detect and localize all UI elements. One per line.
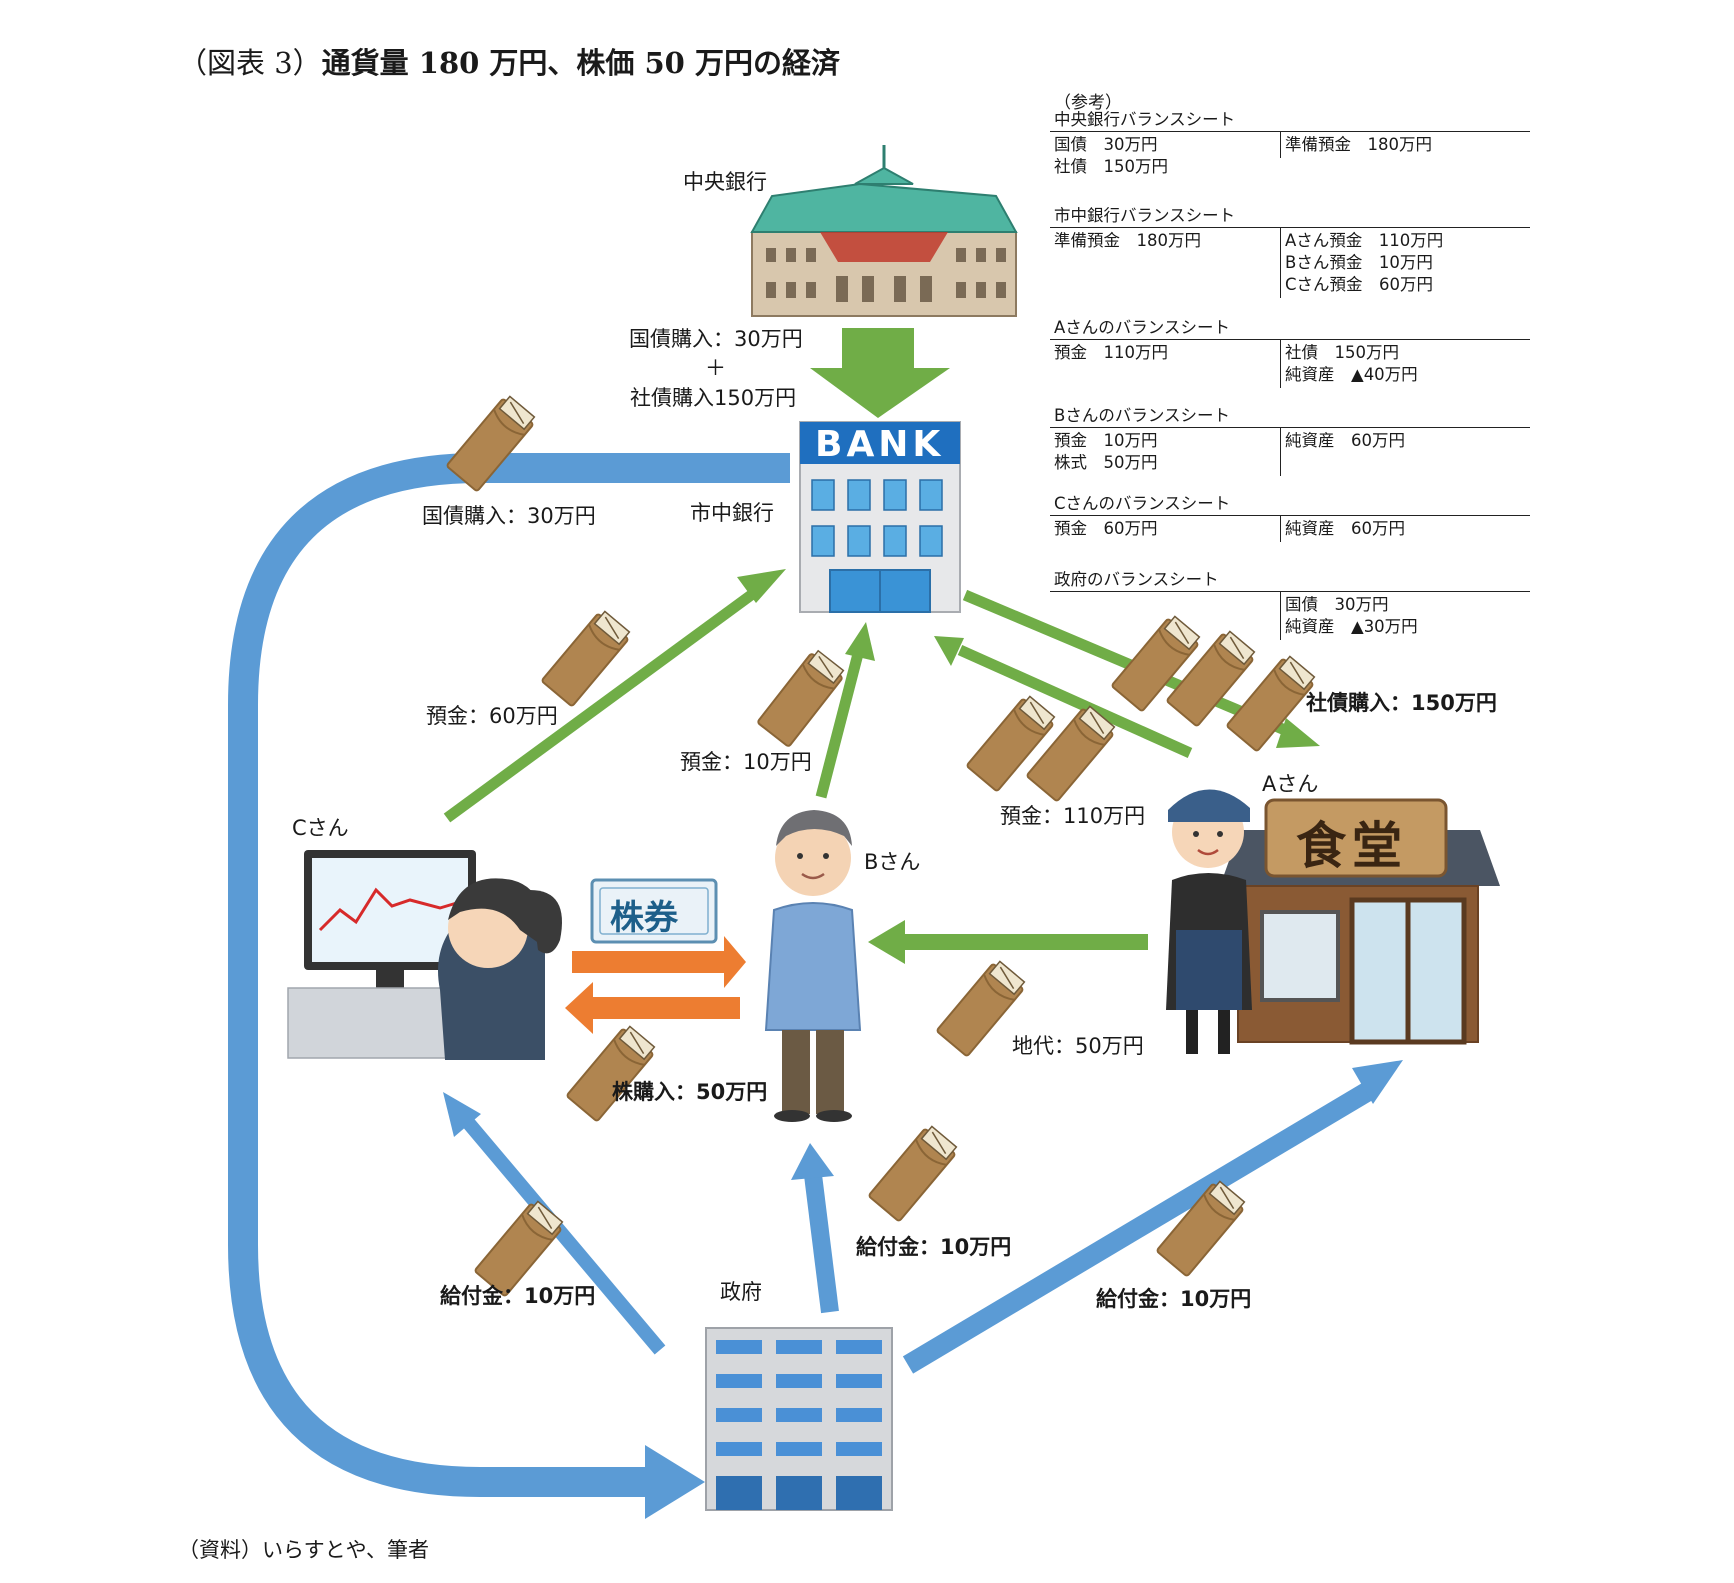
- bank-sign: BANK: [815, 424, 945, 465]
- person-b-balance-sheet: Bさんのバランスシート 預金 10万円 株式 50万円 純資産 60万円: [1050, 406, 1530, 476]
- arrow-central-to-bank: [810, 328, 950, 418]
- liability-row: 純資産 60万円: [1285, 519, 1405, 538]
- source-note: （資料）いらすとや、筆者: [178, 1538, 429, 1562]
- central-bank-balance-sheet: 中央銀行バランスシート 国債 30万円 社債 150万円 準備預金 180万円: [1050, 110, 1530, 180]
- benefit-c-label: 給付金：10万円: [440, 1284, 596, 1308]
- rent-label: 地代：50万円: [1012, 1034, 1144, 1058]
- arrow-benefit-b: [791, 1143, 839, 1314]
- arrow-b-deposit: [815, 622, 875, 799]
- restaurant-sign: 食堂: [1296, 817, 1408, 875]
- liability-row: 純資産 ▲30万円: [1285, 617, 1418, 636]
- liability-row: Aさん預金 110万円: [1285, 231, 1444, 250]
- arrow-money-to-c: [565, 982, 740, 1034]
- liability-row: 純資産 ▲40万円: [1285, 365, 1418, 384]
- arrow-benefit-a: [902, 1060, 1403, 1374]
- balance-sheet-title: Aさんのバランスシート: [1050, 318, 1530, 340]
- cb-purchase-label-1: 国債購入：30万円: [629, 327, 803, 351]
- asset-row: 社債 150万円: [1054, 157, 1168, 176]
- bank-govbond-label: 国債購入：30万円: [422, 504, 596, 528]
- figure-number: （図表 3）: [178, 46, 322, 80]
- loop-arrow-bank-to-government: [228, 453, 790, 1519]
- arrow-rent: [868, 920, 1148, 964]
- asset-row: 預金 60万円: [1054, 519, 1158, 538]
- benefit-b-label: 給付金：10万円: [856, 1235, 1012, 1259]
- liability-row: 国債 30万円: [1285, 595, 1389, 614]
- arrow-stock-to-b: [572, 936, 746, 988]
- asset-row: 預金 110万円: [1054, 343, 1168, 362]
- person-a-label: Aさん: [1262, 772, 1319, 796]
- figure-title: （図表 3）通貨量 180 万円、株価 50 万円の経済: [178, 40, 840, 82]
- arrow-c-deposit: [443, 569, 786, 823]
- liability-row: 社債 150万円: [1285, 343, 1399, 362]
- commercial-bank-building: [799, 421, 961, 613]
- asset-row: 預金 10万円: [1054, 431, 1158, 450]
- central-bank-building: [750, 145, 1018, 317]
- person-b-label: Bさん: [864, 850, 921, 874]
- liability-row: 準備預金 180万円: [1285, 135, 1432, 154]
- person-c-label: Cさん: [292, 816, 349, 840]
- commercial-bank-label: 市中銀行: [690, 501, 774, 525]
- central-bank-label: 中央銀行: [683, 170, 767, 194]
- government-building: [705, 1327, 893, 1511]
- asset-row: 株式 50万円: [1054, 453, 1158, 472]
- person-a-shopkeeper: [1166, 789, 1252, 1054]
- balance-sheet-title: 中央銀行バランスシート: [1050, 110, 1530, 132]
- arrow-benefit-c: [443, 1092, 666, 1355]
- liability-row: 純資産 60万円: [1285, 431, 1405, 450]
- commercial-bank-balance-sheet: 市中銀行バランスシート 準備預金 180万円 Aさん預金 110万円 Bさん預金…: [1050, 206, 1530, 298]
- deposit-c-label: 預金：60万円: [426, 704, 558, 728]
- benefit-a-label: 給付金：10万円: [1096, 1287, 1252, 1311]
- balance-sheet-title: Cさんのバランスシート: [1050, 494, 1530, 516]
- government-label: 政府: [720, 1280, 762, 1304]
- arrow-a-deposit: [934, 636, 1193, 759]
- balance-sheet-title: Bさんのバランスシート: [1050, 406, 1530, 428]
- cb-purchase-label-2: 社債購入150万円: [630, 386, 797, 410]
- figure-title-main: 通貨量 180 万円、株価 50 万円の経済: [321, 46, 840, 80]
- asset-row: 国債 30万円: [1054, 135, 1158, 154]
- government-balance-sheet: 政府のバランスシート 国債 30万円 純資産 ▲30万円: [1050, 570, 1530, 640]
- restaurant-building: [1220, 798, 1500, 1045]
- reference-label: （参考）: [1054, 93, 1122, 113]
- stock-purchase-label: 株購入：50万円: [612, 1080, 768, 1104]
- person-c-balance-sheet: Cさんのバランスシート 預金 60万円 純資産 60万円: [1050, 494, 1530, 542]
- balance-sheet-title: 政府のバランスシート: [1050, 570, 1530, 592]
- stock-certificate-label: 株券: [610, 898, 678, 938]
- deposit-b-label: 預金：10万円: [680, 750, 812, 774]
- person-a-balance-sheet: Aさんのバランスシート 預金 110万円 社債 150万円 純資産 ▲40万円: [1050, 318, 1530, 388]
- money-envelope: [867, 1122, 961, 1223]
- liability-row: Cさん預金 60万円: [1285, 275, 1434, 294]
- person-b-man: [764, 810, 862, 1122]
- person-c-trader: [287, 850, 562, 1060]
- deposit-a-label: 預金：110万円: [1000, 804, 1146, 828]
- balance-sheet-title: 市中銀行バランスシート: [1050, 206, 1530, 228]
- stock-certificate: [590, 878, 718, 944]
- liability-row: Bさん預金 10万円: [1285, 253, 1433, 272]
- money-envelope: [565, 1022, 659, 1123]
- corp-bond-label: 社債購入：150万円: [1306, 691, 1497, 715]
- cb-plus-label: ＋: [705, 356, 726, 380]
- asset-row: 準備預金 180万円: [1054, 231, 1201, 250]
